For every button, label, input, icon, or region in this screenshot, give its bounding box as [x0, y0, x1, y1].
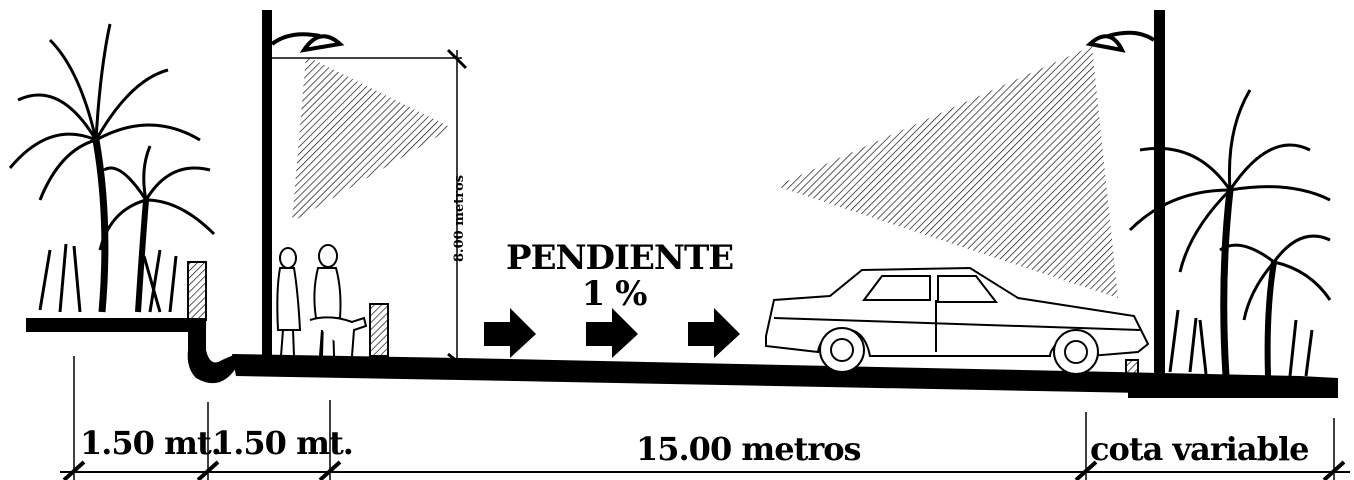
- car: [765, 266, 1150, 375]
- dimension-label-sidewalk: 1.50 mt.: [212, 424, 354, 462]
- slope-value: 1 %: [581, 274, 648, 314]
- slope-word: PENDIENTE: [506, 238, 734, 278]
- pedestrians: [276, 244, 368, 357]
- height-label: 8.00 metros: [452, 174, 467, 262]
- lamp-post-left: [262, 10, 462, 356]
- lamp-post-right: [776, 10, 1165, 380]
- bollard: [369, 303, 389, 357]
- dimension-label-planter: 1.50 mt.: [80, 424, 222, 462]
- ground-profile: [26, 318, 1338, 398]
- palm-trees-left: [8, 23, 216, 313]
- palm-trees-right: [1128, 89, 1332, 377]
- dimension-label-road: 15.00 metros: [636, 430, 862, 468]
- slope-arrows: [484, 308, 740, 358]
- slope-label: PENDIENTE 1 %: [506, 238, 734, 314]
- dimension-label-variable: cota variable: [1090, 430, 1309, 468]
- width-dimension-line: [60, 356, 1350, 480]
- height-dimension-line: [446, 48, 468, 370]
- planter-wall-left: [187, 261, 207, 321]
- bollard-right: [1125, 359, 1139, 379]
